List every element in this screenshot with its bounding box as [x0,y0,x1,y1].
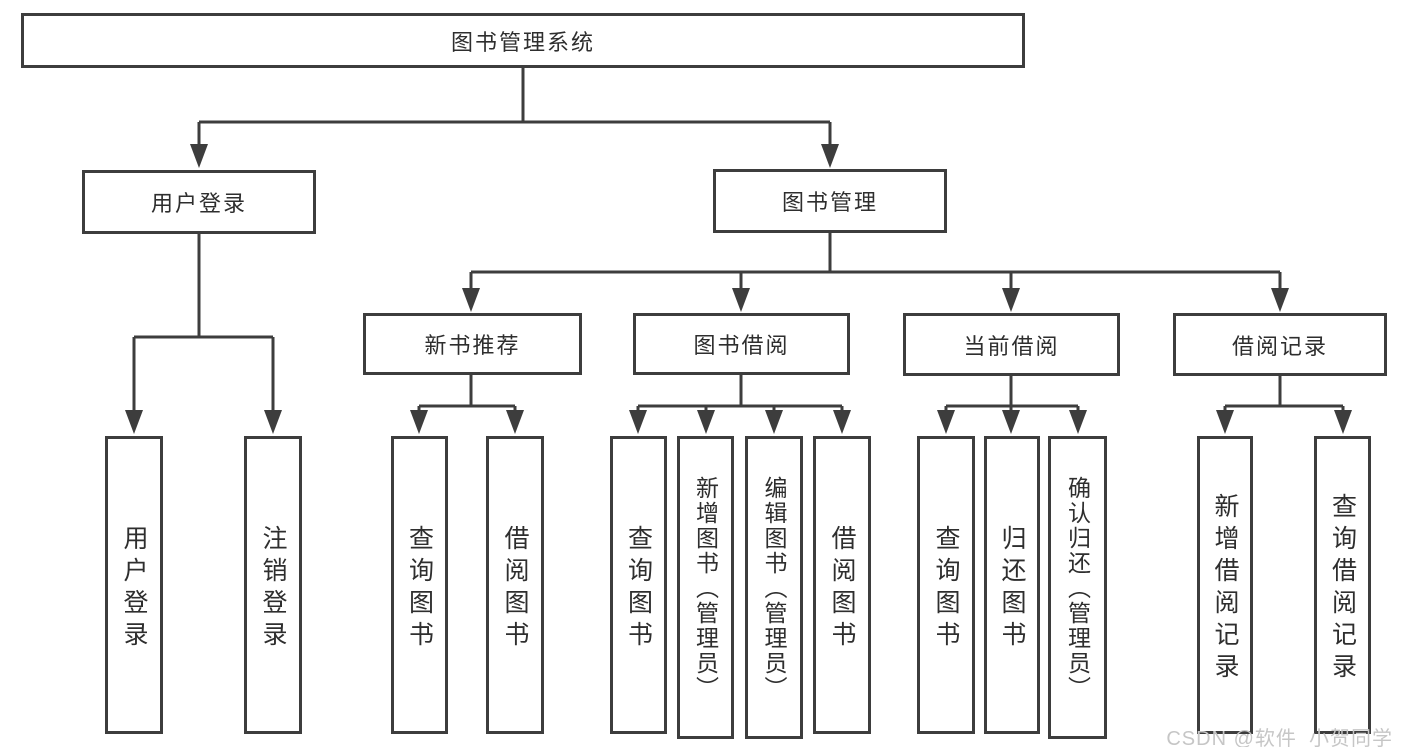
leaf-borrow-query-books: 查询图书 [610,436,667,734]
node-new-book-recommendation-label: 新书推荐 [424,333,521,358]
leaf-borrow-edit-books-admin-label: 编辑图书（管理员） [761,476,787,701]
leaf-records-add-borrow-record: 新增借阅记录 [1197,436,1253,734]
leaf-login-user-login: 用户登录 [105,436,163,734]
leaf-borrow-query-books-label: 查询图书 [624,524,653,653]
node-borrowing-records-label: 借阅记录 [1231,333,1328,359]
leaf-borrow-add-books-admin-label: 新增图书（管理员） [692,476,719,701]
node-new-book-recommendation: 新书推荐 [363,313,582,375]
leaf-borrow-edit-books-admin: 编辑图书（管理员） [745,436,803,739]
node-root: 图书管理系统 [21,13,1025,68]
leaf-newbook-borrow-books-label: 借阅图书 [501,524,529,653]
leaf-records-query-borrow-record: 查询借阅记录 [1314,436,1371,734]
leaf-login-logout-label: 注销登录 [259,524,287,653]
node-current-borrowing-label: 当前借阅 [963,333,1060,359]
node-user-login: 用户登录 [82,170,316,234]
leaf-borrow-add-books-admin: 新增图书（管理员） [677,436,734,739]
leaf-records-query-borrow-record-label: 查询借阅记录 [1328,492,1357,685]
leaf-borrow-borrow-books: 借阅图书 [813,436,871,734]
node-root-label: 图书管理系统 [450,29,595,55]
leaf-newbook-query-books-label: 查询图书 [405,524,434,653]
leaf-newbook-borrow-books: 借阅图书 [486,436,544,734]
leaf-current-query-books-label: 查询图书 [932,524,960,653]
leaf-current-confirm-return-admin: 确认归还（管理员） [1048,436,1107,739]
node-book-borrowing: 图书借阅 [633,313,850,375]
leaf-login-logout: 注销登录 [244,436,302,734]
leaf-records-add-borrow-record-label: 新增借阅记录 [1211,492,1239,685]
leaf-borrow-borrow-books-label: 借阅图书 [828,524,856,653]
node-borrowing-records: 借阅记录 [1173,313,1387,376]
leaf-login-user-login-label: 用户登录 [120,524,148,653]
leaf-current-query-books: 查询图书 [917,436,975,734]
node-current-borrowing: 当前借阅 [903,313,1120,376]
leaf-current-return-books-label: 归还图书 [998,524,1026,653]
leaf-newbook-query-books: 查询图书 [391,436,448,734]
leaf-current-return-books: 归还图书 [984,436,1040,734]
node-book-management: 图书管理 [713,169,947,233]
node-book-management-label: 图书管理 [781,190,878,215]
leaf-current-confirm-return-admin-label: 确认归还（管理员） [1064,476,1091,701]
watermark: CSDN @软件_小贺同学 [1166,728,1393,747]
node-book-borrowing-label: 图书借阅 [693,333,790,358]
node-user-login-label: 用户登录 [150,191,247,216]
